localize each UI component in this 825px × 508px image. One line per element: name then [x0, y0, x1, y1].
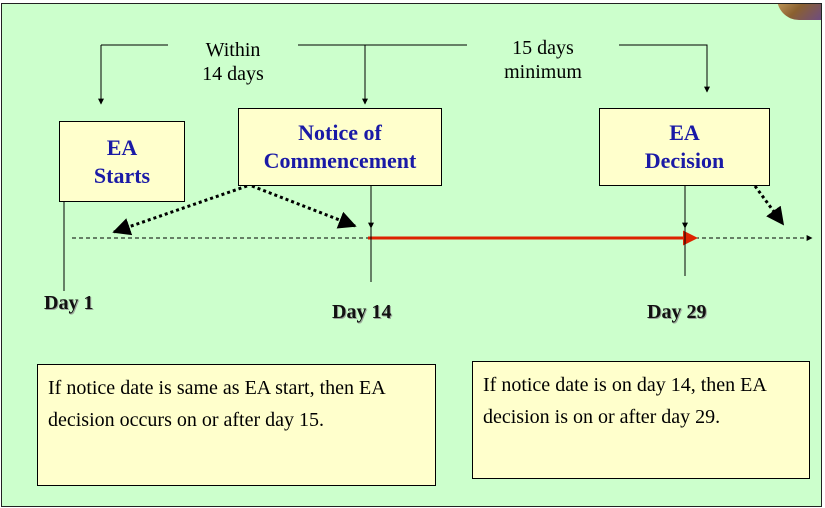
- fifteen-days-minimum-label: 15 days minimum: [504, 37, 582, 83]
- fifteen-days-minimum-bracket: [619, 44, 710, 93]
- timeline-diagram: [63, 44, 813, 291]
- day29-label: Day 29: [647, 301, 707, 323]
- ea-decision-text: EA Decision: [644, 120, 725, 173]
- notice-of-commencement-box: Notice of Commencement: [238, 108, 442, 186]
- note-left: If notice date is same as EA start, then…: [37, 364, 436, 486]
- dotted-arrow-to-day14: [251, 184, 357, 229]
- ea-starts-box: EA Starts: [59, 121, 185, 202]
- day1-label: Day 1: [44, 292, 94, 314]
- corner-decoration-image: [777, 4, 821, 20]
- day14-label: Day 14: [332, 301, 392, 323]
- slide-background: Within 14 days 15 days minimum EA Starts…: [1, 3, 822, 507]
- notice-of-commencement-text: Notice of Commencement: [263, 120, 417, 173]
- dotted-arrow-after-decision: [753, 185, 785, 226]
- within-14-days-label: Within 14 days: [202, 39, 264, 85]
- within-14-days-bracket: [98, 44, 467, 105]
- ea-decision-box: EA Decision: [599, 108, 770, 186]
- ea-starts-text: EA Starts: [93, 134, 151, 188]
- note-right: If notice date is on day 14, then EA dec…: [472, 361, 810, 479]
